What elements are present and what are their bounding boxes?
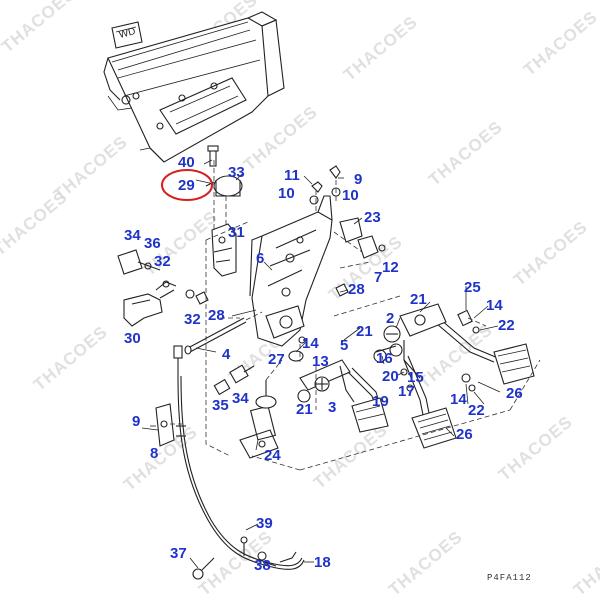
callout-9: 9	[132, 413, 141, 430]
callout-8: 8	[150, 445, 159, 462]
highlight-circle	[161, 169, 213, 201]
callout-21: 21	[296, 401, 313, 418]
callout-7: 7	[374, 269, 383, 286]
callout-38: 38	[254, 557, 271, 574]
callout-10: 10	[342, 187, 359, 204]
callout-9: 9	[354, 171, 363, 188]
callout-32: 32	[184, 311, 201, 328]
callout-15: 15	[407, 369, 424, 386]
fasteners-right	[195, 283, 487, 392]
callout-12: 12	[382, 259, 399, 276]
right-bracket	[333, 217, 386, 269]
small-bracket	[141, 403, 182, 447]
switch-assembly	[195, 145, 243, 240]
callout-34: 34	[124, 227, 141, 244]
callout-4: 4	[222, 346, 231, 363]
callout-36: 36	[144, 235, 161, 252]
callout-11: 11	[284, 167, 300, 184]
callout-30: 30	[124, 330, 141, 347]
drawing-code: P4FA112	[487, 573, 532, 583]
wd-badge	[111, 21, 143, 49]
pivot-nuts	[288, 336, 306, 362]
callout-17: 17	[398, 383, 415, 400]
callout-22: 22	[498, 317, 515, 334]
brake-pedal-upper	[429, 313, 535, 385]
assembly-frame	[205, 221, 541, 471]
callout-23: 23	[364, 209, 381, 226]
callout-28: 28	[348, 281, 365, 298]
callout-21: 21	[356, 323, 373, 340]
callout-13: 13	[312, 353, 329, 370]
callout-40: 40	[178, 154, 195, 171]
fasteners-top	[309, 165, 341, 214]
callout-2: 2	[386, 310, 395, 327]
callout-29: 29	[178, 177, 195, 194]
master-cylinder	[239, 359, 283, 459]
callout-33: 33	[228, 164, 245, 181]
callout-19: 19	[372, 393, 389, 410]
callout-20: 20	[382, 368, 399, 385]
callout-6: 6	[256, 250, 265, 267]
pivot-arm	[373, 303, 447, 379]
callout-28: 28	[208, 307, 225, 324]
callout-25: 25	[464, 279, 481, 296]
callout-18: 18	[314, 554, 331, 571]
callout-3: 3	[328, 399, 337, 416]
brake-pedal-lower	[403, 355, 457, 449]
pedal-arm-center	[347, 367, 389, 433]
springs-left	[213, 364, 255, 396]
callout-22: 22	[468, 402, 485, 419]
callout-34: 34	[232, 390, 249, 407]
callout-14: 14	[302, 335, 319, 352]
callout-31: 31	[228, 224, 245, 241]
cable	[173, 345, 305, 580]
callout-24: 24	[264, 447, 281, 464]
pedal-shaft	[297, 359, 355, 403]
switch-bracket	[211, 223, 237, 277]
callout-32: 32	[154, 253, 171, 270]
rod	[184, 311, 263, 355]
left-lever	[117, 249, 195, 327]
callout-27: 27	[268, 351, 285, 368]
floor-panel	[103, 11, 285, 163]
callout-5: 5	[340, 337, 349, 354]
callout-39: 39	[256, 515, 273, 532]
callout-14: 14	[486, 297, 503, 314]
leader-lines	[150, 159, 501, 569]
pedal-bracket	[249, 195, 333, 347]
callout-26: 26	[506, 385, 523, 402]
callout-26: 26	[456, 426, 473, 443]
callout-16: 16	[376, 350, 393, 367]
callout-21: 21	[410, 291, 427, 308]
callout-10: 10	[278, 185, 295, 202]
callout-14: 14	[450, 391, 467, 408]
callout-35: 35	[212, 397, 229, 414]
callout-37: 37	[170, 545, 187, 562]
